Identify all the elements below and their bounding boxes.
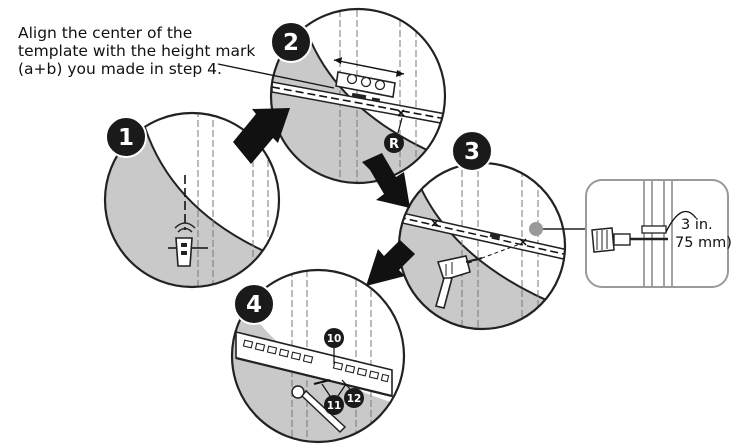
- callout-12: 12: [341, 379, 364, 408]
- callout-r-label: R: [389, 137, 399, 152]
- instruction-line-1: Align the center of the: [18, 24, 193, 42]
- slide-arrow-icon: [333, 57, 405, 77]
- instruction-text: Align the center of the template with th…: [18, 24, 298, 78]
- callout-r: R: [384, 117, 404, 153]
- callout-12-label: 12: [347, 393, 362, 405]
- step-1-number: 1: [118, 125, 134, 151]
- callout-11-label: 11: [327, 400, 342, 412]
- detail-marker: [529, 222, 543, 236]
- step-1-badge: 1: [105, 116, 147, 158]
- ratchet-wrench-icon: [291, 385, 347, 434]
- instruction-pointer-line: [217, 63, 335, 89]
- step-4-number: 4: [246, 292, 262, 318]
- step-4-panel: [230, 268, 406, 444]
- drill-icon: [435, 255, 483, 309]
- drill-depth-inset: 3 in. 75 mm): [585, 179, 732, 288]
- flow-arrow-2-to-3: [362, 153, 410, 208]
- flow-arrow-3-to-4: [366, 240, 415, 286]
- step-1-panel: [103, 111, 281, 289]
- callout-10-label: 10: [327, 333, 342, 345]
- dimension-leader: [665, 210, 697, 233]
- remote-control-icon: [174, 222, 196, 267]
- step-4-badge: 4: [233, 283, 275, 325]
- flow-arrow-1-to-2: [233, 108, 290, 164]
- drill-bit-icon: [591, 225, 668, 253]
- step-3-number: 3: [464, 139, 480, 165]
- step-2-badge: 2: [270, 21, 312, 63]
- instruction-line-2: template with the height mark: [18, 42, 256, 60]
- inset-dimension-line-1: 3 in.: [681, 217, 713, 233]
- instruction-line-3: (a+b) you made in step 4.: [18, 60, 222, 78]
- callout-10: 10: [324, 328, 344, 364]
- inset-dimension-line-2: 75 mm): [675, 235, 732, 251]
- callout-11: 11: [321, 383, 347, 415]
- step-3-panel: [397, 161, 588, 331]
- mounting-bracket-icon: [235, 330, 393, 398]
- spirit-level-icon: [335, 71, 396, 98]
- step-2-number: 2: [283, 30, 299, 56]
- step-3-badge: 3: [451, 130, 493, 172]
